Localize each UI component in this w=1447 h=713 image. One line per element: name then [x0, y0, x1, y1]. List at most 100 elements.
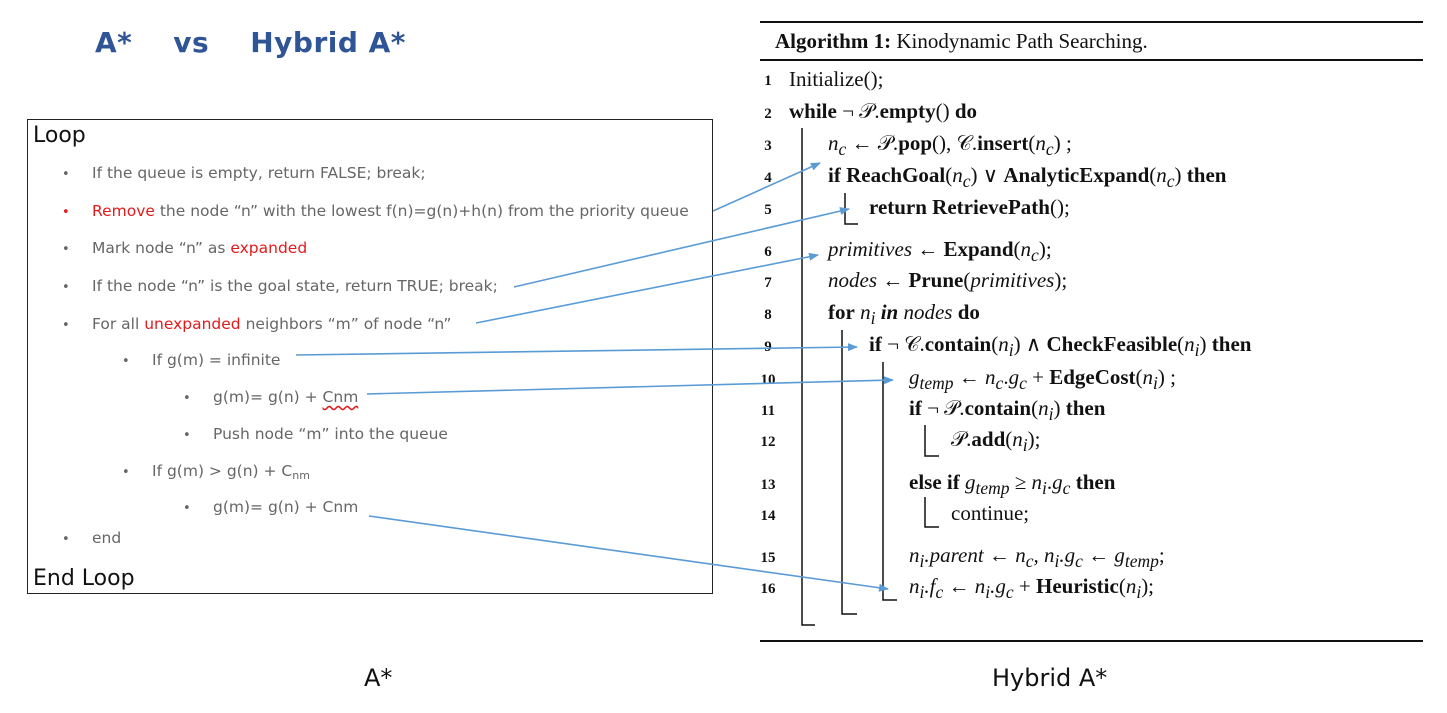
code-l11-c: )	[1053, 396, 1066, 420]
line-number: 13	[760, 477, 776, 493]
fn-checkfeasible: CheckFeasible	[1046, 332, 1178, 356]
step-push-node: Push node “m” into the queue	[213, 425, 448, 443]
var-n: n	[909, 543, 920, 567]
code-l11-a: ¬ 𝒫.	[921, 396, 965, 420]
arrow-infinite-to-check	[295, 343, 858, 356]
if-check-block-line	[882, 362, 897, 601]
var-sub: c	[962, 171, 971, 192]
fn-reachgoal: ReachGoal	[840, 163, 946, 187]
var-sub: i	[919, 582, 925, 603]
code-l15-h: ;	[1158, 543, 1165, 567]
var-sub: c	[1166, 171, 1175, 192]
bullet-icon: •	[183, 501, 191, 516]
var-n: n	[1038, 396, 1049, 420]
code-l3-b: ← 𝒫.	[846, 131, 899, 155]
arrow-assign-to-gtemp	[366, 376, 894, 395]
line-number: 2	[764, 106, 772, 122]
code-l10-b: .	[1003, 365, 1009, 389]
var-n: n	[1125, 574, 1137, 598]
var-n: n	[1043, 543, 1055, 567]
code-l3-c: (), 𝒞.	[932, 131, 978, 155]
fn-analyticexpand: AnalyticExpand	[1003, 163, 1150, 187]
fn-prune: Prune	[908, 268, 964, 292]
kw-then: then	[1186, 163, 1227, 187]
code-line-6: primitives ← Expand(nc);	[828, 237, 1052, 266]
bullet-icon: •	[183, 428, 191, 443]
var-n: n	[1012, 427, 1023, 451]
kw-then: then	[1065, 396, 1106, 420]
code-l3-d: (	[1028, 131, 1036, 155]
line-number: 6	[764, 244, 772, 260]
arrow-remove-to-pop	[712, 162, 821, 212]
code-line-12: 𝒫.add(ni);	[951, 427, 1040, 456]
code-l16-b: .f	[924, 574, 936, 598]
code-line-1: Initialize();	[789, 67, 884, 91]
code-line-3: nc ← 𝒫.pop(), 𝒞.insert(nc) ;	[828, 131, 1072, 160]
algo-header-rule	[760, 59, 1423, 61]
code-l15-f: .g	[1059, 543, 1076, 567]
var-g: g	[1008, 365, 1020, 389]
code-l6-b: );	[1038, 237, 1052, 261]
code-l6-a: (	[1013, 237, 1021, 261]
kw-if: if	[869, 332, 882, 356]
keyword-unexpanded: unexpanded	[144, 315, 241, 333]
block-structure-lines	[801, 128, 939, 626]
code-l4-b: ) ∨	[970, 163, 1004, 187]
for-block-line	[841, 330, 857, 615]
step-if-greater-text: If g(m) > g(n) + C	[152, 462, 293, 480]
fn-expand: Expand	[943, 237, 1014, 261]
step-mark-expanded: Mark node “n” as expanded	[92, 239, 307, 257]
code-l16-c: ←	[943, 574, 975, 598]
code-line-14: continue;	[951, 501, 1030, 525]
code-line-9: if ¬ 𝒞.contain(ni) ∧ CheckFeasible(ni) t…	[869, 332, 1251, 361]
var-sub: c	[1031, 245, 1039, 266]
var-sub: i	[1194, 340, 1200, 361]
code-l9-b: (	[991, 332, 999, 356]
var-n: n	[1142, 365, 1154, 389]
step-if-infinite: If g(m) = infinite	[152, 351, 281, 369]
var-sub: c	[1062, 478, 1071, 499]
code-l9-e: )	[1199, 332, 1212, 356]
kw-if: if	[828, 163, 841, 187]
loop-label: Loop	[33, 123, 86, 148]
code-l2-post: ()	[935, 99, 955, 123]
var-sub: i	[1136, 582, 1142, 603]
code-l15-g: ← g	[1082, 543, 1125, 567]
step-assign-g-1: g(m)= g(n) + Cnm	[213, 388, 358, 406]
hybrid-caption: Hybrid A*	[992, 664, 1108, 692]
code-l4-a: (	[945, 163, 953, 187]
code-l6-mid: ←	[912, 237, 944, 261]
code-l12-c: );	[1027, 427, 1041, 451]
while-block-line	[801, 128, 815, 626]
var-sub: i	[1153, 373, 1158, 394]
code-l7-mid: ←	[877, 268, 909, 292]
code-l16-f: +	[1013, 574, 1036, 598]
code-l15-d: ,	[1033, 543, 1044, 567]
code-l2-mid: ¬ 𝒫.	[836, 99, 880, 123]
fn-empty: empty	[879, 99, 936, 123]
var-sub: c	[935, 582, 944, 603]
var-n: n	[974, 574, 986, 598]
line-number: 15	[760, 550, 776, 566]
subscript-nm: nm	[292, 469, 310, 482]
var-sub: i	[1054, 551, 1060, 572]
arrow-update-to-fc	[368, 515, 889, 592]
bullet-icon: •	[122, 465, 130, 480]
bullet-icon: •	[62, 318, 70, 333]
bullet-icon: •	[62, 532, 70, 547]
var-n: n	[828, 131, 839, 155]
comparison-title: A* vs Hybrid A*	[95, 26, 406, 59]
code-l10-d: (	[1135, 365, 1143, 389]
code-l13-a: ≥	[1009, 470, 1032, 494]
var-nodes: nodes	[898, 300, 953, 324]
step-if-greater: If g(m) > g(n) + Cnm	[152, 462, 310, 482]
algo-name: Kinodynamic Path Searching.	[891, 29, 1148, 53]
code-l9-c: ) ∧	[1013, 332, 1047, 356]
step-remove-rest: the node “n” with the lowest f(n)=g(n)+h…	[154, 202, 689, 220]
step-assign-prefix: g(m)= g(n) +	[213, 388, 323, 406]
code-l3-f: ) ;	[1053, 131, 1072, 155]
mapping-arrows	[295, 162, 894, 592]
var-sub: temp	[1124, 551, 1159, 572]
line-number: 3	[764, 138, 772, 154]
code-line-11: if ¬ 𝒫.contain(ni) then	[909, 396, 1105, 425]
